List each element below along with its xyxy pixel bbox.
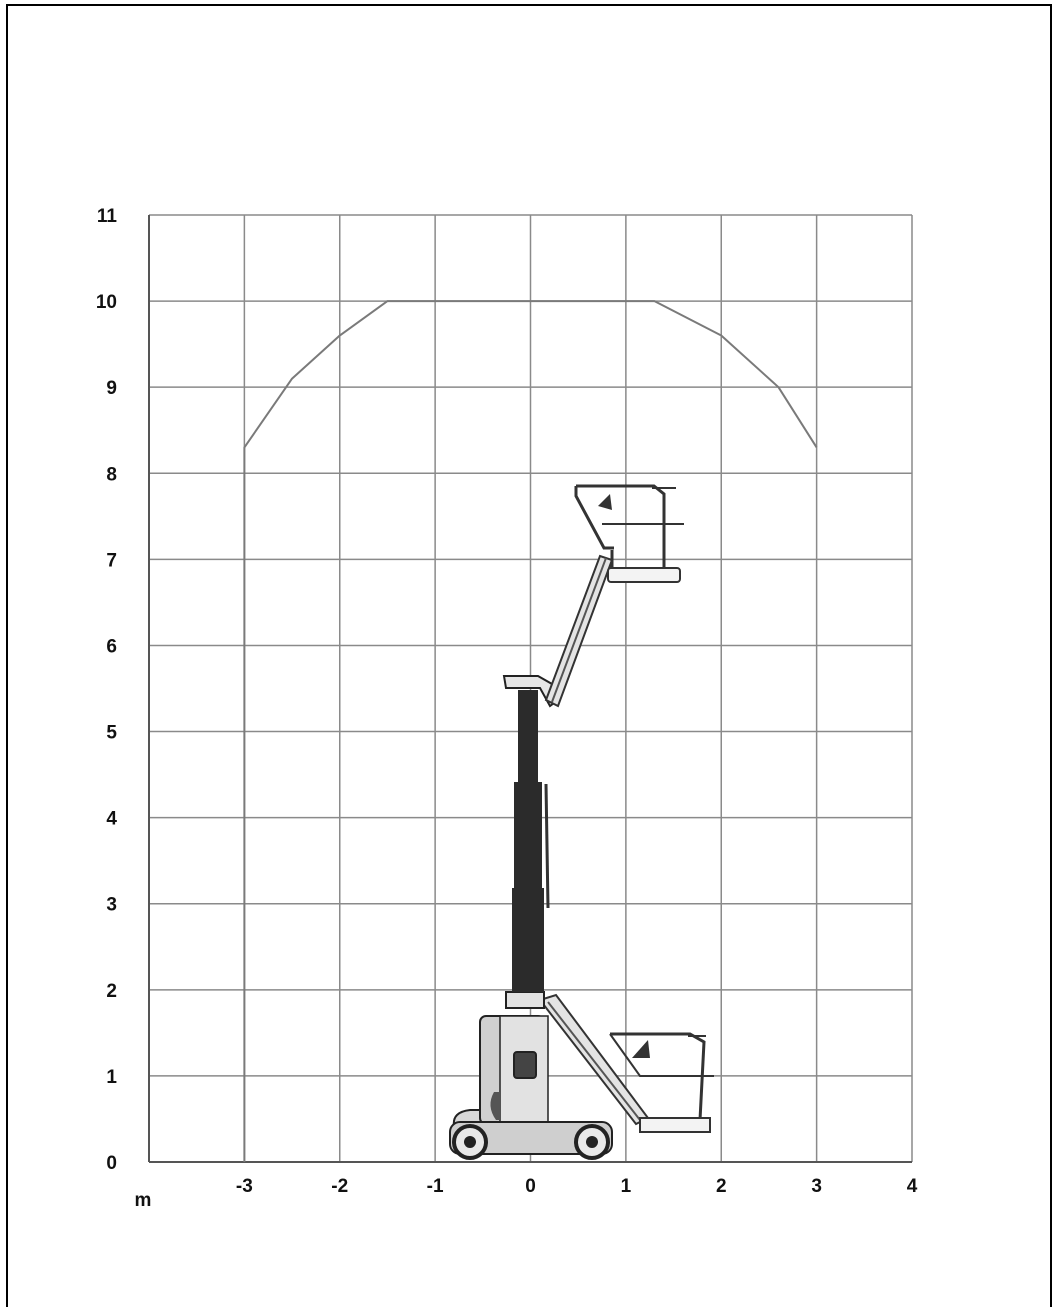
lower-basket xyxy=(609,1032,714,1133)
figure-frame xyxy=(6,4,1052,1307)
upper-jib xyxy=(544,554,614,708)
y-tick-label: 9 xyxy=(106,378,117,399)
x-tick-label: -3 xyxy=(236,1176,253,1197)
y-tick-label: 11 xyxy=(97,206,118,227)
upper-basket xyxy=(574,484,684,583)
wheel-front xyxy=(452,1124,488,1160)
x-tick-label: 1 xyxy=(621,1176,632,1197)
y-tick-label: 0 xyxy=(106,1153,117,1174)
y-tick-label: 3 xyxy=(106,895,117,916)
x-tick-label: 0 xyxy=(525,1176,536,1197)
vertical-mast-lift-icon xyxy=(449,484,714,1160)
y-tick-label: 5 xyxy=(106,723,117,744)
lower-jib xyxy=(538,993,650,1126)
mast xyxy=(505,690,550,1009)
unit-label: m xyxy=(135,1190,152,1211)
y-tick-label: 6 xyxy=(106,636,117,657)
chassis xyxy=(449,1015,613,1155)
tick-labels: -3 -2 -1 0 1 2 3 4 0 1 2 3 4 5 6 7 8 9 10 11 xyxy=(96,206,918,1197)
y-tick-label: 7 xyxy=(106,550,117,571)
series-group xyxy=(243,300,818,1163)
y-tick-label: 4 xyxy=(106,809,117,830)
wheel-rear xyxy=(574,1124,610,1160)
x-tick-label: 4 xyxy=(907,1176,918,1197)
y-tick-label: 1 xyxy=(106,1067,117,1088)
x-tick-label: 3 xyxy=(811,1176,822,1197)
y-tick-label: 2 xyxy=(106,981,117,1002)
y-tick-label: 8 xyxy=(106,464,117,485)
x-tick-label: -2 xyxy=(331,1176,348,1197)
x-tick-label: 2 xyxy=(716,1176,727,1197)
x-tick-label: -1 xyxy=(427,1176,444,1197)
y-tick-label: 10 xyxy=(96,292,117,313)
